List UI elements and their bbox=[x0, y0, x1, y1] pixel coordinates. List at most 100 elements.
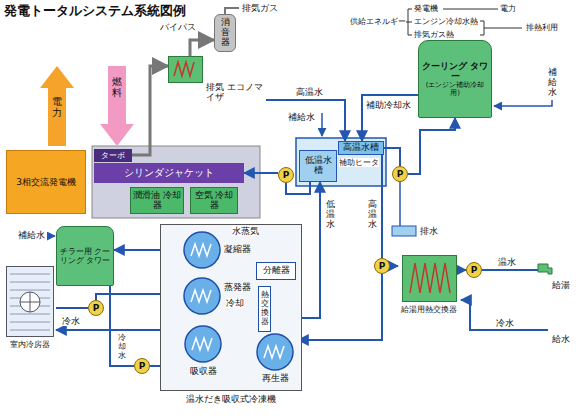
water-pipe bbox=[390, 265, 398, 267]
absorption-chiller: 温水だき吸収式冷凍機 凝縮器蒸発器吸収器再生器 分離器熱交換器 bbox=[160, 224, 302, 408]
node-text: ターボ bbox=[101, 151, 125, 160]
silencer: 消音器 bbox=[214, 14, 236, 52]
economizer: 排気 エコノマイザ bbox=[168, 56, 266, 108]
graphic bbox=[20, 292, 40, 312]
graphic bbox=[392, 226, 416, 236]
flow-label: エンジン冷却水熱 bbox=[414, 17, 478, 26]
graphic bbox=[92, 146, 260, 218]
water-pipe bbox=[362, 95, 418, 141]
water-pipe bbox=[384, 148, 400, 166]
separator-box: 分離器 bbox=[256, 262, 296, 280]
heat-exchanger: 給湯用熱交換器 bbox=[398, 255, 460, 321]
graphic bbox=[191, 290, 211, 302]
graphic bbox=[399, 182, 401, 226]
flow-label: 排気ガス bbox=[242, 3, 278, 13]
node-text: 潤滑油 冷却器 bbox=[131, 191, 183, 211]
pump: P bbox=[374, 258, 390, 274]
node-text: P bbox=[93, 303, 100, 313]
node-text: 熱交換器 bbox=[261, 291, 269, 326]
graphic bbox=[40, 66, 74, 146]
graphic bbox=[443, 9, 498, 10]
flow-label: 給湯 bbox=[552, 280, 570, 290]
node-text: P bbox=[397, 169, 404, 179]
flow-label: 給水 bbox=[552, 334, 570, 344]
pump: P bbox=[88, 300, 104, 316]
graphic bbox=[257, 334, 293, 370]
flow-label: 冷水 bbox=[62, 316, 80, 326]
node-text: P bbox=[379, 261, 386, 271]
graphic bbox=[169, 57, 203, 83]
flow-label: 水蒸気 bbox=[232, 226, 259, 236]
water-pipe bbox=[286, 182, 310, 194]
water-pipe bbox=[110, 286, 134, 366]
graphic bbox=[184, 278, 220, 314]
node-text: 分離器 bbox=[263, 266, 290, 276]
graphic bbox=[184, 232, 220, 268]
water-pipe bbox=[408, 118, 455, 174]
flow-label: 排熱利用 bbox=[526, 23, 558, 32]
node-text: P bbox=[471, 265, 478, 275]
node-text: 低温水槽 bbox=[301, 156, 335, 176]
turbo-box: ターボ bbox=[94, 149, 132, 162]
water-pipe bbox=[298, 274, 382, 340]
generator-box: 3相交流発電機 bbox=[6, 150, 86, 214]
pump: P bbox=[134, 358, 150, 374]
node-text: 燃料 bbox=[112, 76, 122, 98]
graphic bbox=[161, 225, 302, 391]
node-text: シリンダジャケット bbox=[124, 167, 214, 179]
node-text: 温水だき吸収式冷凍機 bbox=[160, 394, 302, 404]
absorber: 吸収器 bbox=[182, 324, 224, 382]
node-text: 3相交流発電機 bbox=[16, 177, 76, 187]
flow-label: 高温水 bbox=[368, 200, 377, 230]
flow-label: 冷却 bbox=[226, 298, 244, 308]
flow-label: バイパス bbox=[160, 22, 196, 32]
flow-label: 温水 bbox=[498, 257, 516, 267]
water-pipe bbox=[381, 155, 383, 258]
flow-label: 供給エネルギー bbox=[350, 17, 406, 26]
flow-label: 排気ガス熱 bbox=[414, 30, 454, 39]
graphic bbox=[321, 113, 323, 136]
flow-label: 排水 bbox=[420, 226, 438, 236]
exhaust-pipe bbox=[132, 66, 168, 155]
node-text: P bbox=[283, 170, 290, 180]
graphic bbox=[480, 21, 522, 35]
oil-cooler-box: 潤滑油 冷却器 bbox=[130, 187, 184, 214]
graphic bbox=[10, 274, 50, 330]
flow-label: 冷却水 bbox=[118, 334, 126, 360]
graphic bbox=[48, 235, 55, 237]
pipe-label: 高温水 bbox=[296, 87, 323, 97]
cooling-tower: クーリング タワー(エンジン補助冷却用) bbox=[418, 40, 492, 118]
node-text: 吸収器 bbox=[182, 366, 224, 376]
pipe-label: 補助冷却水 bbox=[366, 100, 411, 110]
graphic bbox=[20, 292, 40, 312]
graphic bbox=[174, 62, 194, 76]
node-text: 凝縮器 bbox=[224, 244, 251, 254]
graphic bbox=[494, 100, 552, 106]
graphic bbox=[185, 326, 221, 362]
node-text: 室内冷房器 bbox=[4, 340, 56, 349]
node-text: 消音器 bbox=[221, 18, 230, 48]
flow-label: 発電機 bbox=[414, 4, 438, 13]
cylinder-jacket-box: シリンダジャケット bbox=[94, 163, 244, 183]
graphic bbox=[192, 338, 212, 350]
node-text: 再生器 bbox=[252, 373, 298, 383]
graphic bbox=[100, 66, 134, 146]
graphic bbox=[296, 138, 386, 186]
diagram-title: 発電トータルシステム系統図例 bbox=[4, 2, 186, 20]
node-text: クーリング タワー bbox=[421, 61, 489, 82]
power-arrow: 電力 bbox=[40, 66, 74, 146]
flow-label: 低温水 bbox=[326, 200, 335, 230]
generator-vessel: 再生器 bbox=[252, 332, 298, 386]
flow-label: 補給水 bbox=[18, 230, 45, 240]
node-text: 電力 bbox=[52, 96, 62, 118]
flow-label: 冷水 bbox=[496, 318, 514, 328]
heat-exchanger-box: 熱交換器 bbox=[258, 286, 271, 332]
pump: P bbox=[466, 262, 482, 278]
graphic bbox=[7, 267, 54, 337]
water-pipe bbox=[244, 172, 278, 174]
fuel-arrow: 燃料 bbox=[100, 66, 134, 146]
node-text: P bbox=[139, 361, 146, 371]
graphic bbox=[191, 244, 211, 256]
node-text: 蒸発器 bbox=[224, 282, 251, 292]
